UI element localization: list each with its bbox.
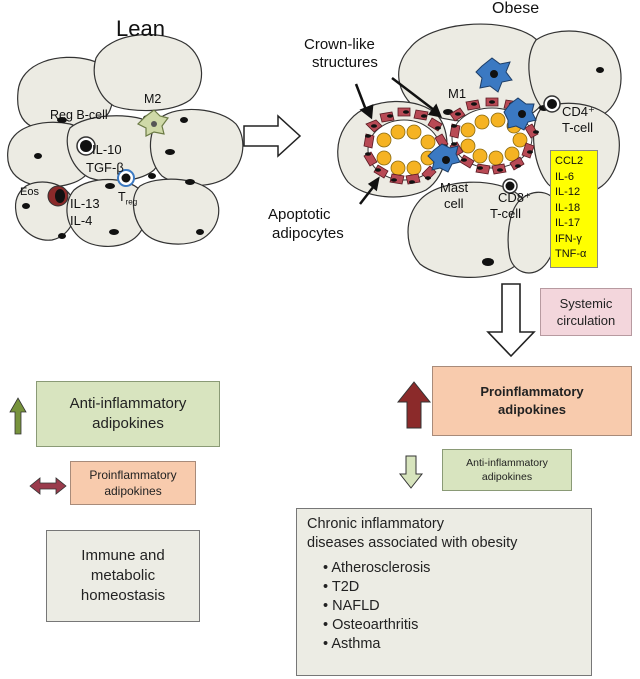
cd4-label-line1: CD4⁺ (562, 104, 595, 119)
lean-anti-inflammatory-line2: adipokines (92, 415, 164, 432)
anti-inflammatory-up-arrow (9, 397, 27, 435)
crown-like-label-line1: Crown-like (304, 36, 375, 53)
cytokine-tnfa: TNF-α (555, 248, 587, 260)
adipocyte (149, 108, 244, 186)
systemic-circulation-line1: Systemic (559, 296, 613, 311)
obese-proinflammatory-box: Proinflammatory adipokines (432, 366, 632, 436)
proinflammatory-up-arrow (396, 381, 432, 429)
homeostasis-line3: homeostasis (80, 587, 166, 604)
chronic-title-line2: diseases associated with obesity (307, 535, 518, 551)
treg-label-sub: reg (125, 197, 138, 207)
mast-label-line2: cell (444, 196, 464, 211)
lean-anti-inflammatory-box: Anti-inflammatory adipokines (36, 381, 220, 447)
lean-to-obese-arrow (243, 114, 302, 158)
disease-item: NAFLD (323, 597, 581, 616)
il4-label: IL-4 (70, 213, 93, 228)
obese-anti-inflammatory-line1: Anti-inflammatory (466, 457, 548, 469)
cytokine-il12: IL-12 (555, 186, 581, 198)
m2-label: M2 (144, 92, 162, 106)
disease-list: Atherosclerosis T2D NAFLD Osteoarthritis… (307, 559, 581, 654)
cytokine-il18: IL-18 (555, 201, 581, 214)
treg-label: Treg (118, 190, 137, 207)
eos-label: Eos (20, 186, 39, 198)
adipocyte (93, 33, 203, 112)
disease-item: Osteoarthritis (323, 616, 581, 635)
homeostasis-box: Immune and metabolic homeostasis (46, 530, 200, 622)
lean-title: Lean (116, 16, 165, 41)
cd4-label-line2: T-cell (562, 120, 594, 135)
obese-title: Obese (492, 0, 540, 17)
cd8-label-line2: T-cell (490, 206, 522, 221)
mast-label-line1: Mast (440, 180, 469, 195)
crown-like-structure-left (363, 107, 449, 185)
homeostasis-line2: metabolic (90, 567, 156, 584)
tgfb-label: TGF-β (86, 160, 124, 175)
adipocyte (66, 115, 164, 182)
disease-item: Asthma (323, 635, 581, 654)
apoptotic-label-line2: adipocytes (272, 225, 344, 242)
lean-adipose-tissue (7, 33, 244, 247)
homeostasis-line1: Immune and (81, 547, 165, 564)
m1-label: M1 (448, 86, 467, 101)
chronic-title-line1: Chronic inflammatory (307, 516, 444, 532)
cytokine-il6: IL-6 (555, 170, 574, 183)
adipocyte (132, 178, 220, 245)
obese-anti-inflammatory-box: Anti-inflammatory adipokines (442, 449, 572, 491)
proinflammatory-unchanged-arrow (29, 477, 67, 495)
cytokine-il17: IL-17 (555, 217, 581, 229)
lean-proinflammatory-box: Proinflammatory adipokines (70, 461, 196, 505)
obese-proinflammatory-line1: Proinflammatory (480, 384, 584, 399)
cd8-label-line1: CD8⁺ (498, 190, 531, 205)
systemic-circulation-box: Systemic circulation (540, 288, 632, 336)
disease-item: Atherosclerosis (323, 559, 581, 578)
reg-b-cell-label: Reg B-cell (50, 108, 108, 122)
crown-like-label-line2: structures (312, 54, 378, 71)
obese-proinflammatory-line2: adipokines (498, 402, 566, 417)
pointer-arrows (354, 77, 443, 205)
treg-label-main: T (118, 190, 126, 204)
il10-label: IL-10 (92, 142, 122, 157)
obese-anti-inflammatory-line2: adipokines (481, 471, 533, 483)
lean-anti-inflammatory-line1: Anti-inflammatory (69, 395, 187, 412)
cytokine-ccl2: CCL2 (555, 155, 584, 167)
systemic-circulation-line2: circulation (556, 313, 616, 328)
cytokine-ifng: IFN-γ (555, 232, 582, 245)
adipocyte (407, 181, 534, 278)
chronic-diseases-box: Chronic inflammatory diseases associated… (296, 508, 592, 676)
to-systemic-arrow (486, 283, 536, 358)
il13-label: IL-13 (70, 196, 100, 211)
disease-item: T2D (323, 578, 581, 597)
cytokine-box: CCL2 IL-6 IL-12 IL-18 IL-17 IFN-γ TNF-α (550, 150, 598, 268)
anti-inflammatory-down-arrow (398, 455, 424, 489)
lean-proinflammatory-line1: Proinflammatory (89, 468, 177, 482)
lean-proinflammatory-line2: adipokines (104, 484, 162, 498)
apoptotic-label-line1: Apoptotic (268, 206, 331, 223)
